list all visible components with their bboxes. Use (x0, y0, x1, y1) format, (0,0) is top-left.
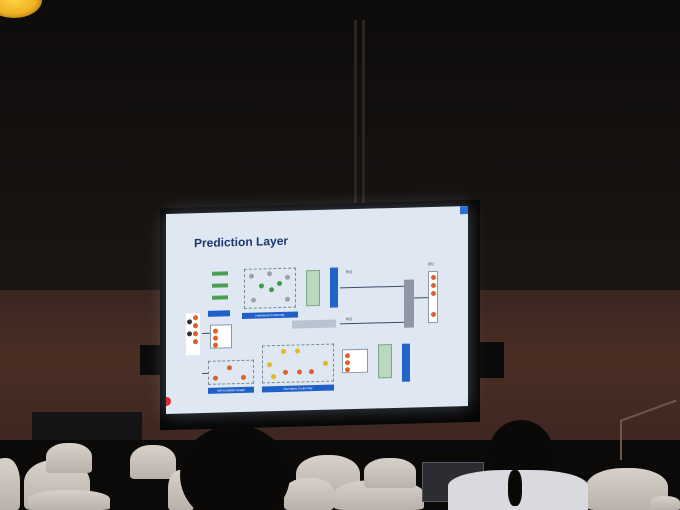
aggregation-bar-bottom (402, 343, 410, 382)
presentation-slide: Prediction Layer Intenti (166, 206, 468, 414)
arrow-line (340, 285, 404, 289)
slide-corner-accent (460, 206, 468, 215)
chair (28, 490, 110, 510)
intentional-conformity-label: Intentional Conformity (242, 311, 298, 319)
prediction-output-vector (428, 270, 438, 324)
multi-head-gat-block (292, 319, 336, 329)
chair (650, 496, 680, 510)
fusion-block (404, 279, 414, 328)
self-excitation-label: Self-excitation Graph (208, 386, 254, 394)
stair-rail (620, 420, 622, 460)
h-tilde-label: h̃(t) (346, 269, 352, 275)
embedding-block (210, 269, 238, 302)
normative-conformity-label: Normative Conformity (262, 384, 334, 393)
chair (46, 443, 92, 473)
hair-ponytail (508, 470, 522, 506)
arrow-line (202, 372, 208, 375)
aggregation-bar-top (330, 267, 338, 308)
left-speaker (140, 345, 162, 375)
chair (284, 478, 334, 510)
ceiling-light (0, 0, 42, 18)
feature-matrix (210, 324, 232, 349)
gat-layer-stack-top (306, 269, 320, 307)
wall-pillar (354, 20, 357, 250)
h-label: h(t) (346, 316, 352, 322)
blue-label-small (208, 310, 230, 317)
self-excitation-graph (208, 359, 254, 385)
audience-member-head (180, 425, 290, 510)
chair (130, 445, 176, 479)
normative-conformity-graph (262, 343, 334, 384)
input-sequence-box (186, 313, 200, 356)
chair (364, 458, 416, 488)
slide-logo-mark (166, 396, 171, 407)
slide-title: Prediction Layer (194, 233, 289, 251)
gat-layer-stack-bottom (378, 344, 392, 379)
arrow-line (202, 332, 210, 335)
wall-pillar (362, 20, 365, 250)
y-hat-label: ŷ(t) (428, 260, 434, 267)
intentional-conformity-graph (244, 267, 296, 309)
chair (0, 458, 20, 510)
arrow-line (414, 297, 428, 299)
output-matrix (342, 348, 368, 374)
right-speaker (478, 342, 504, 378)
arrow-line (340, 321, 404, 325)
